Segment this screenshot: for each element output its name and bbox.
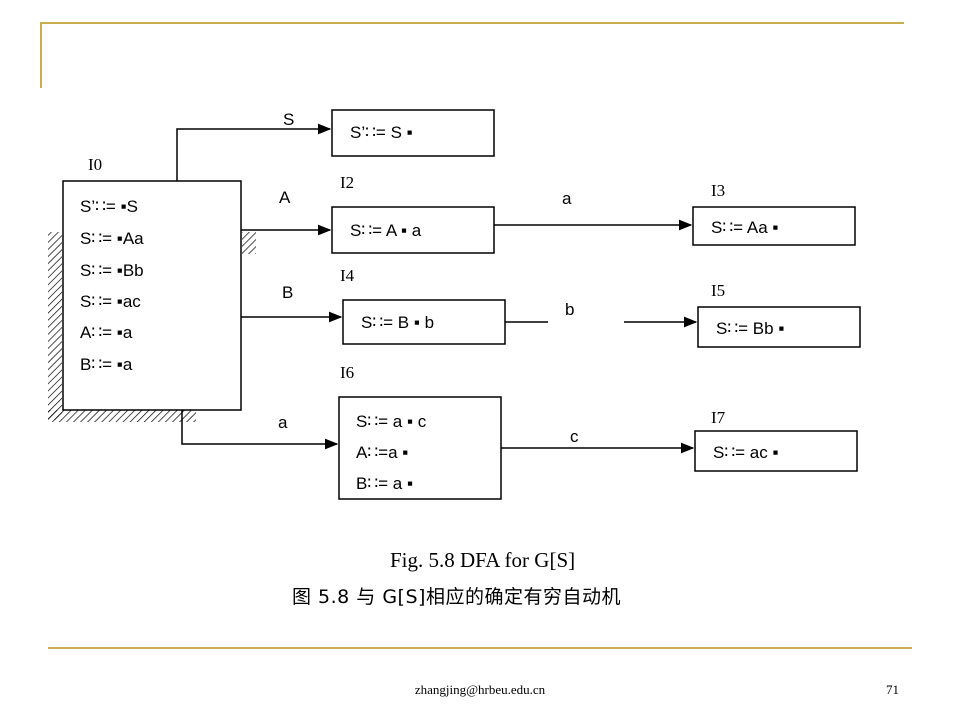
edge-label-b: B (282, 283, 293, 302)
page-number: 71 (886, 682, 899, 697)
state-item: B∷= ▪a (80, 355, 133, 374)
state-item: S∷= Bb ▪ (716, 319, 784, 338)
edge-label-i6-i7: c (570, 427, 579, 446)
state-label-i2: I2 (340, 173, 354, 192)
state-label-i5: I5 (711, 281, 725, 300)
state-item: S’∷= ▪S (80, 197, 138, 216)
state-item: A∷= ▪a (80, 323, 133, 342)
hatching (48, 232, 256, 422)
state-item: S∷= ▪Aa (80, 229, 144, 248)
state-box-i2 (331, 206, 495, 254)
state-item: S∷= ▪Bb (80, 261, 144, 280)
dfa-diagram: I0 I2 I3 I4 I5 I6 I7 S A B a a b c S’∷= … (48, 109, 861, 500)
edge-i0-s (176, 123, 332, 181)
state-box-i6 (338, 396, 502, 500)
bottom-rule (48, 647, 912, 649)
state-box-i0 (62, 180, 242, 411)
state-item: S∷= B ▪ b (361, 313, 434, 332)
edge-label-s: S (283, 110, 294, 129)
state-box-i1 (331, 109, 495, 157)
edge-label-a-lower: a (278, 413, 288, 432)
state-label-i6: I6 (340, 363, 354, 382)
edge-i0-a-lower (181, 410, 339, 450)
state-item: S’∷= S ▪ (350, 123, 413, 142)
state-item: S∷= ac ▪ (713, 443, 779, 462)
edge-label-i4-i5: b (565, 300, 574, 319)
edge-label-i2-i3: a (562, 189, 572, 208)
edge-label-a: A (279, 188, 291, 207)
state-label-i4: I4 (340, 266, 355, 285)
state-item: A∷=a ▪ (356, 443, 408, 462)
state-label-i0: I0 (88, 155, 102, 174)
state-item: S∷= ▪ac (80, 292, 141, 311)
left-rule (40, 22, 42, 88)
figure-caption-english: Fig. 5.8 DFA for G[S] (390, 548, 576, 572)
state-item: S∷= Aa ▪ (711, 218, 778, 237)
top-rule (40, 22, 904, 24)
state-box-i3 (692, 206, 856, 246)
state-label-i3: I3 (711, 181, 725, 200)
state-item: S∷= A ▪ a (350, 221, 422, 240)
state-box-i4 (342, 299, 506, 345)
state-item: B∷= a ▪ (356, 474, 413, 493)
state-box-i7 (694, 430, 858, 472)
state-item: S∷= a ▪ c (356, 412, 427, 431)
figure-caption-chinese: 图 5.8 与 G[S]相应的确定有穷自动机 (292, 586, 621, 608)
state-box-i5 (697, 306, 861, 348)
footer-email: zhangjing@hrbeu.edu.cn (414, 682, 546, 697)
state-label-i7: I7 (711, 408, 726, 427)
